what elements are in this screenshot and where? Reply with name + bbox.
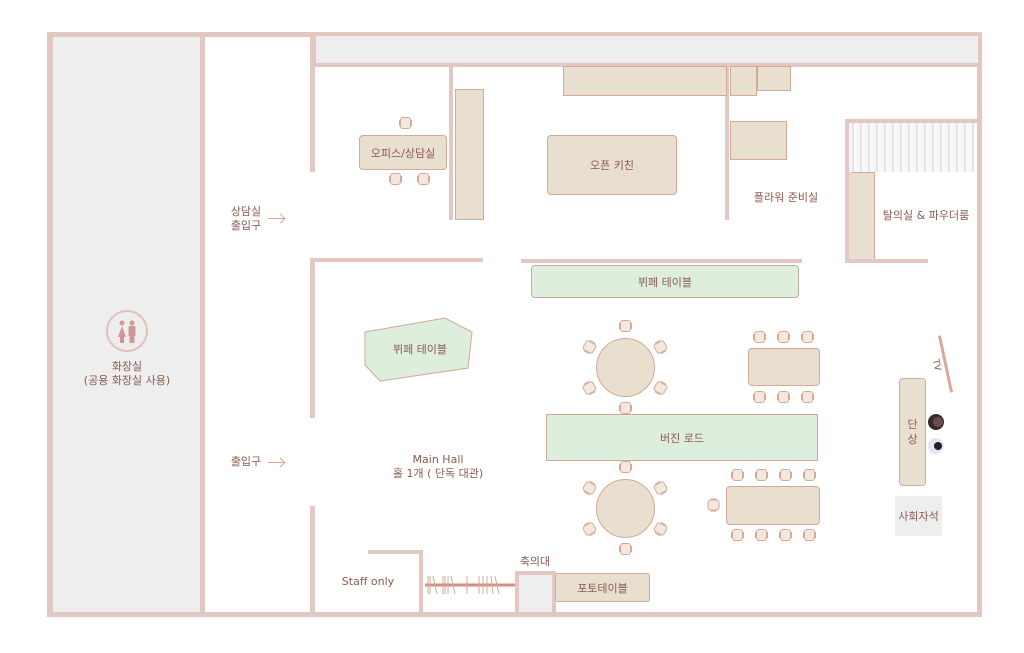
hall-wall-1 — [310, 32, 315, 172]
chair-icon — [399, 117, 412, 129]
chair-icon — [803, 469, 816, 481]
outer-wall-top — [47, 32, 312, 37]
office-table: 오피스/상담실 — [359, 135, 447, 170]
main-hall-subtitle: 홀 1개 ( 단독 대관) — [392, 467, 484, 480]
flower-table — [730, 121, 787, 160]
outer-wall-left — [47, 32, 53, 616]
open-kitchen-island: 오픈 키친 — [547, 135, 677, 195]
tv-label: TV — [929, 358, 943, 372]
chair-icon — [777, 331, 790, 343]
chair-icon — [618, 320, 632, 332]
chair-icon — [581, 379, 598, 396]
chair-icon — [802, 391, 813, 403]
dressing-wall-left — [845, 119, 849, 262]
restroom-icon — [106, 310, 148, 352]
chair-icon — [756, 529, 767, 541]
buffet-left-label: 뷔페 테이블 — [392, 343, 448, 356]
chair-icon — [804, 529, 815, 541]
gift-desk — [515, 571, 556, 616]
chair-icon — [779, 469, 792, 481]
photo-table-label: 포토테이블 — [577, 581, 628, 595]
chair-icon — [753, 331, 766, 343]
stage-label-2: 상 — [907, 433, 918, 446]
chair-icon — [778, 391, 789, 403]
buffet-table-top: 뷔페 테이블 — [531, 265, 799, 298]
chair-icon — [732, 529, 743, 541]
staff-wall-right — [419, 550, 423, 616]
curtain — [849, 123, 975, 172]
kitchen-counter — [563, 66, 727, 96]
office-counter — [455, 89, 484, 220]
chair-icon — [619, 402, 631, 414]
chair-icon — [581, 479, 598, 496]
chair-icon — [652, 520, 669, 537]
hall-top-wall-left — [310, 258, 483, 262]
outer-wall-bottom — [47, 612, 982, 617]
chair-icon — [801, 331, 814, 343]
round-table-2 — [596, 479, 655, 538]
hall-top-wall-right — [521, 259, 802, 263]
dressing-room-label: 탈의실 & 파우더룸 — [882, 209, 970, 222]
kitchen-counter-2 — [730, 66, 757, 96]
chair-icon — [581, 520, 598, 537]
chair-icon — [390, 173, 401, 185]
consult-entrance-label-2: 출입구 — [230, 219, 262, 232]
stage-label-1: 단 — [907, 418, 918, 431]
groom-icon — [928, 414, 944, 430]
hall-wall-3 — [310, 506, 315, 616]
main-hall-title: Main Hall — [412, 453, 464, 466]
stage: 단 상 — [899, 378, 926, 486]
rect-table-1 — [748, 348, 820, 386]
chair-icon — [707, 499, 720, 511]
virgin-road: 버진 로드 — [546, 414, 818, 461]
restroom-wall — [200, 32, 205, 616]
office-label: 오피스/상담실 — [370, 146, 436, 160]
chair-icon — [618, 461, 632, 473]
mc-desk: 사회자석 — [895, 496, 942, 536]
top-corridor — [312, 32, 982, 67]
arrow-right-icon — [268, 218, 284, 219]
hall-wall-2 — [310, 258, 315, 418]
chair-icon — [581, 338, 598, 355]
chair-icon — [780, 529, 791, 541]
dressing-wall-top — [845, 119, 980, 123]
chair-icon — [418, 173, 429, 185]
virgin-road-label: 버진 로드 — [660, 431, 704, 445]
chair-icon — [619, 543, 631, 555]
dressing-counter — [849, 172, 875, 260]
chair-icon — [754, 391, 765, 403]
chair-icon — [731, 469, 744, 481]
kitchen-counter-3 — [757, 66, 791, 91]
arrow-right-icon — [268, 462, 284, 463]
outer-wall-right — [977, 66, 982, 616]
restroom-title: 화장실 — [111, 360, 143, 373]
bride-icon — [928, 438, 944, 454]
mc-desk-label: 사회자석 — [898, 510, 939, 523]
staff-wall-top — [368, 550, 423, 554]
round-table-1 — [596, 338, 655, 397]
photo-table: 포토테이블 — [555, 573, 650, 602]
flower-room-wall — [725, 66, 729, 220]
rect-table-2 — [726, 486, 820, 525]
open-kitchen-label: 오픈 키친 — [590, 159, 634, 172]
buffet-top-label: 뷔페 테이블 — [637, 275, 693, 289]
chair-icon — [652, 479, 669, 496]
consult-entrance-label-1: 상담실 — [230, 205, 262, 218]
gift-desk-label: 축의대 — [519, 555, 551, 568]
chair-icon — [755, 469, 768, 481]
buffet-table-left — [364, 317, 473, 382]
chair-icon — [652, 379, 669, 396]
chair-icon — [652, 338, 669, 355]
staff-only-label: Staff only — [341, 575, 395, 588]
flower-room-label: 플라워 준비실 — [753, 191, 819, 204]
restroom-subtitle: (공용 화장실 사용) — [83, 374, 171, 387]
main-entrance-label: 출입구 — [230, 455, 262, 468]
dressing-wall-bottom — [845, 259, 928, 263]
office-wall — [449, 66, 453, 220]
flower-gate-decoration — [425, 575, 515, 595]
